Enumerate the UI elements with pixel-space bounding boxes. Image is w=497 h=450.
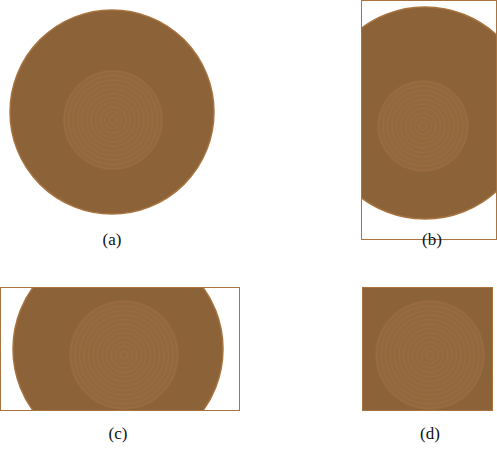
concentric-ring: [390, 315, 470, 395]
concentric-ring: [100, 107, 126, 133]
concentric-ring: [93, 324, 155, 386]
concentric-ring: [410, 113, 436, 139]
concentric-ring: [397, 100, 450, 153]
inner-zone: [377, 80, 469, 172]
wafer-body: [13, 287, 223, 411]
concentric-ring: [408, 333, 452, 377]
concentric-ring: [422, 347, 439, 364]
wafer-shape: [361, 1, 497, 240]
cut-edge: [362, 1, 497, 240]
concentric-ring: [388, 91, 459, 162]
concentric-ring: [381, 306, 479, 404]
subfigure-label: (b): [422, 230, 442, 250]
concentric-ring: [98, 329, 151, 382]
concentric-ring: [69, 76, 158, 165]
concentric-ring: [386, 311, 475, 400]
inner-zone: [375, 300, 485, 410]
concentric-ring: [392, 95, 454, 157]
concentric-ring: [426, 351, 434, 359]
concentric-ring: [75, 306, 173, 404]
concentric-ring: [413, 338, 448, 373]
wafer-shape: [1, 287, 240, 411]
concentric-ring: [404, 329, 457, 382]
concentric-ring: [87, 94, 140, 147]
concentric-ring: [80, 311, 169, 400]
concentric-ring: [109, 116, 117, 124]
wafer-body: [10, 10, 214, 214]
subfigure-label: (d): [420, 424, 440, 444]
concentric-ring: [84, 315, 164, 395]
concentric-ring: [406, 109, 441, 144]
concentric-ring: [419, 122, 427, 130]
cut-edge: [1, 288, 240, 411]
concentric-ring: [96, 103, 131, 138]
concentric-ring: [417, 342, 443, 368]
concentric-ring: [64, 71, 162, 169]
concentric-ring: [73, 80, 153, 160]
concentric-ring: [399, 324, 461, 386]
concentric-ring: [105, 112, 122, 129]
concentric-ring: [401, 104, 445, 148]
concentric-ring: [82, 89, 144, 151]
concentric-ring: [102, 333, 146, 377]
concentric-ring: [377, 302, 484, 409]
concentric-ring: [89, 320, 160, 391]
concentric-ring: [395, 320, 466, 391]
subfigure-label: (a): [103, 230, 122, 250]
inner-zone: [63, 70, 163, 170]
wafer-shape: [362, 287, 493, 411]
cut-edge: [363, 288, 493, 411]
concentric-ring: [379, 82, 468, 171]
concentric-ring: [383, 86, 463, 166]
wafer-body: [362, 287, 493, 411]
concentric-ring: [78, 85, 149, 156]
concentric-ring: [415, 118, 432, 135]
concentric-ring: [116, 347, 133, 364]
wafer-body: [361, 7, 497, 219]
concentric-ring: [107, 338, 142, 373]
inner-zone: [69, 300, 179, 410]
concentric-ring: [120, 351, 128, 359]
subfigure-label: (c): [109, 424, 128, 444]
concentric-ring: [71, 302, 178, 409]
wafer-shape: [10, 10, 214, 214]
concentric-ring: [111, 342, 137, 368]
concentric-ring: [91, 98, 135, 142]
